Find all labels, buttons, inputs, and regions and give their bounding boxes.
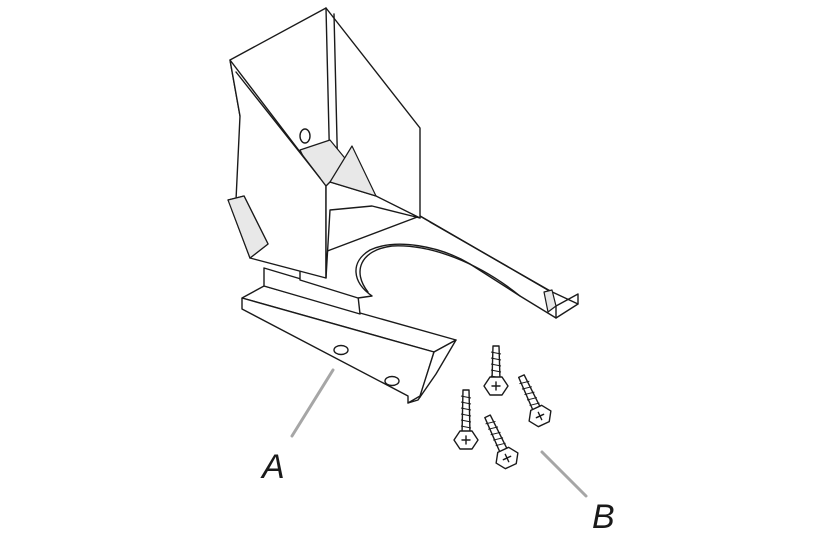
bracket-base-plate	[299, 215, 579, 319]
foot-hole-right	[384, 375, 400, 387]
mounting-bracket	[227, 7, 579, 404]
u-slot	[359, 245, 521, 297]
leader-line-a	[290, 368, 335, 438]
screw-set	[453, 345, 552, 470]
screw	[484, 414, 519, 470]
slot-end-tab	[543, 289, 557, 313]
back-wall-hole	[299, 128, 311, 144]
screw	[453, 389, 479, 450]
left-wall-lower-flange	[227, 195, 269, 259]
base-plate-edge	[419, 215, 579, 319]
callout-label-a: A	[260, 448, 285, 486]
leader-line-b	[540, 450, 588, 498]
front-inner-gusset	[329, 145, 377, 197]
screw	[483, 345, 509, 396]
bracket-foot-return	[407, 339, 457, 404]
screw	[517, 374, 552, 428]
foot-hole-left	[333, 344, 349, 356]
callout-label-b: B	[592, 498, 615, 536]
